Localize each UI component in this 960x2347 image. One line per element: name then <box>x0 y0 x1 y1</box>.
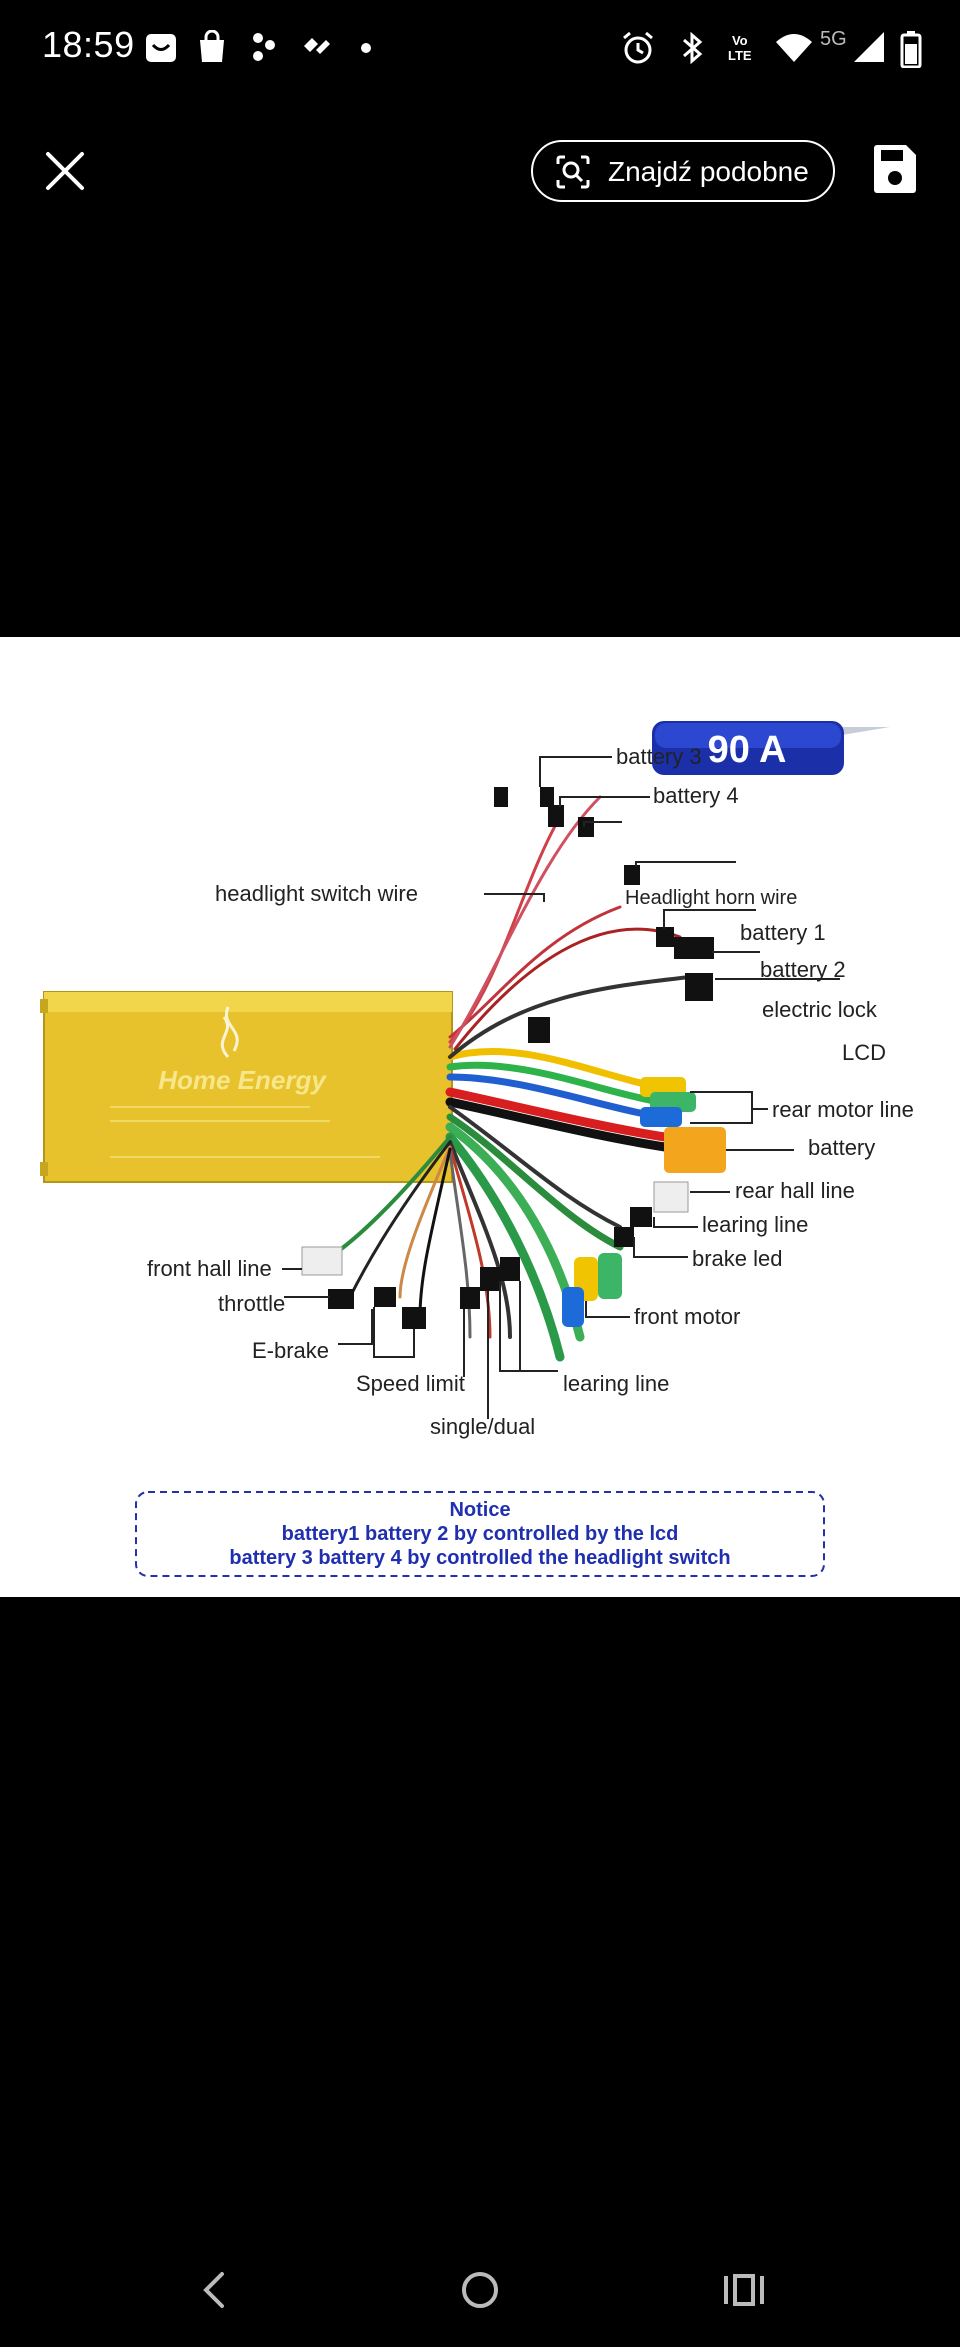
label-battery1: battery 1 <box>740 920 826 945</box>
save-icon[interactable] <box>870 142 920 198</box>
label-lcd: LCD <box>842 1040 886 1065</box>
status-time: 18:59 <box>42 24 135 65</box>
alarm-icon <box>623 31 653 64</box>
label-speed-limit: Speed limit <box>356 1371 465 1396</box>
label-electric-lock: electric lock <box>762 997 878 1022</box>
current-rating-badge: 90 A <box>652 721 890 775</box>
label-headlight-horn: Headlight horn wire <box>625 887 797 909</box>
label-battery4: battery 4 <box>653 783 739 808</box>
controller-diagram: 90 A Home Energy <box>40 721 914 1577</box>
network-type: 5G <box>820 28 847 50</box>
volte-icon: Vo LTE <box>728 33 752 63</box>
volte-top: Vo <box>731 33 748 48</box>
leader-lines <box>282 756 840 1419</box>
label-rear-motor: rear motor line <box>772 1097 914 1122</box>
app-store-icon <box>146 34 176 62</box>
battery-icon <box>900 31 922 68</box>
label-learing-line-right: learing line <box>702 1212 808 1237</box>
label-headlight-switch: headlight switch wire <box>215 881 418 906</box>
home-icon[interactable] <box>450 2260 510 2320</box>
shopping-bag-icon <box>200 30 224 62</box>
system-navigation-bar <box>0 2250 960 2330</box>
wifi-icon <box>776 34 812 62</box>
brand-label: Home Energy <box>158 1065 327 1095</box>
image-viewer-toolbar: Znajdź podobne <box>0 130 960 210</box>
notice-line2: battery 3 battery 4 by controlled the he… <box>229 1547 730 1569</box>
label-front-hall: front hall line <box>147 1256 272 1281</box>
find-similar-label: Znajdź podobne <box>608 156 809 187</box>
controller-box: Home Energy <box>40 991 453 1183</box>
payment-app-icon <box>304 38 330 54</box>
lens-search-icon <box>556 155 590 189</box>
volte-bottom: LTE <box>728 48 752 63</box>
bluetooth-icon <box>683 31 703 65</box>
notification-dot-icon <box>361 43 371 53</box>
notice-title: Notice <box>449 1499 510 1521</box>
notice-line1: battery1 battery 2 by controlled by the … <box>282 1523 679 1545</box>
app-dots-icon <box>253 33 275 61</box>
wire-bundle <box>328 795 692 1362</box>
back-icon[interactable] <box>186 2260 246 2320</box>
label-battery2: battery 2 <box>760 957 846 982</box>
connectors <box>301 787 726 1329</box>
label-throttle: throttle <box>218 1291 285 1316</box>
recents-icon[interactable] <box>714 2260 774 2320</box>
find-similar-button[interactable]: Znajdź podobne <box>531 140 835 202</box>
notice-box: Notice battery1 battery 2 by controlled … <box>135 1491 825 1577</box>
product-image[interactable]: 90 A Home Energy <box>0 637 960 1597</box>
label-brake-led: brake led <box>692 1246 783 1271</box>
badge-text: 90 A <box>708 729 787 771</box>
label-front-motor: front motor <box>634 1304 740 1329</box>
signal-icon <box>854 32 884 62</box>
label-single-dual: single/dual <box>430 1414 535 1439</box>
label-battery: battery <box>808 1135 875 1160</box>
close-icon[interactable] <box>40 146 90 196</box>
status-bar: 18:59 Vo LTE 5G <box>0 0 960 100</box>
label-battery3: battery 3 <box>616 744 702 769</box>
labels: battery 3 battery 4 headlight switch wir… <box>147 744 914 1439</box>
label-rear-hall: rear hall line <box>735 1178 855 1203</box>
label-learing-line-bottom: learing line <box>563 1371 669 1396</box>
label-ebrake: E-brake <box>252 1338 329 1363</box>
